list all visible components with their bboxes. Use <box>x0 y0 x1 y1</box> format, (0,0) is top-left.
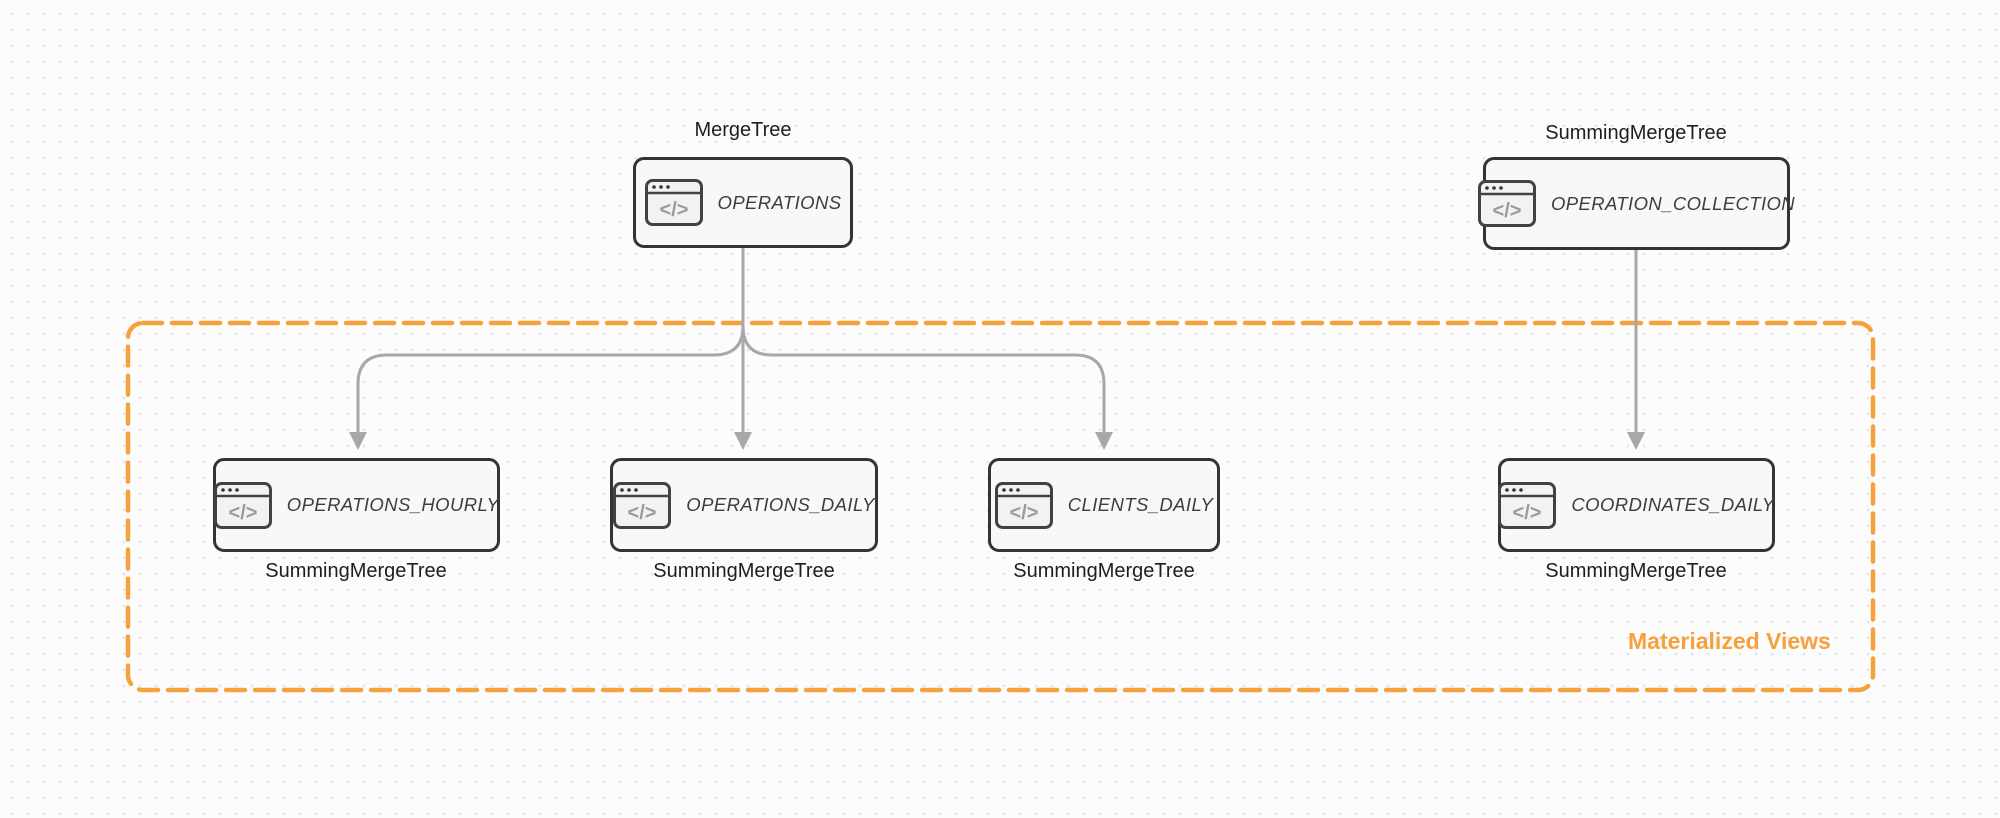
arrowhead-operations-hourly <box>349 432 367 450</box>
engine-label-operations-daily: SummingMergeTree <box>653 560 835 582</box>
svg-text:</>: </> <box>228 502 257 524</box>
code-window-icon: </> <box>1477 180 1536 227</box>
node-label: OPERATIONS <box>717 191 842 213</box>
node-coordinates-daily: </> COORDINATES_DAILY <box>1498 458 1775 552</box>
node-label: COORDINATES_DAILY <box>1571 494 1775 515</box>
svg-text:</>: </> <box>1492 200 1521 222</box>
svg-text:</>: </> <box>1009 502 1038 524</box>
arrowhead-coordinates-daily <box>1627 432 1645 450</box>
code-window-icon: </> <box>644 179 703 226</box>
engine-label-operations: MergeTree <box>694 119 792 141</box>
engine-label-clients-daily: SummingMergeTree <box>1013 560 1195 582</box>
arrowhead-operations-daily <box>734 432 752 450</box>
node-label: CLIENTS_DAILY <box>1067 494 1214 515</box>
svg-text:</>: </> <box>628 502 657 524</box>
svg-text:</>: </> <box>659 199 688 221</box>
node-operation-collection: </> OPERATION_COLLECTION <box>1477 157 1795 250</box>
engine-label-operations-hourly: SummingMergeTree <box>265 560 447 582</box>
svg-text:</>: </> <box>1513 502 1542 524</box>
node-label: OPERATIONS_DAILY <box>686 494 875 515</box>
node-clients-daily: </> CLIENTS_DAILY <box>988 458 1220 552</box>
code-window-icon: </> <box>1498 481 1557 529</box>
code-window-icon: </> <box>613 481 672 529</box>
node-operations-daily: </> OPERATIONS_DAILY <box>610 458 878 552</box>
node-label: OPERATIONS_HOURLY <box>286 494 500 515</box>
node-operations: </> OPERATIONS <box>633 157 853 248</box>
node-operations-hourly: </> OPERATIONS_HOURLY <box>213 458 500 552</box>
arrowhead-clients-daily <box>1095 432 1113 450</box>
node-label: OPERATION_COLLECTION <box>1550 192 1796 214</box>
edge-operations-to-operations-hourly <box>356 324 745 435</box>
group-boundary <box>125 320 1876 693</box>
edge-operations-to-clients-daily <box>741 324 1106 435</box>
code-window-icon: </> <box>213 481 272 529</box>
code-window-icon: </> <box>994 481 1053 529</box>
engine-label-coordinates-daily: SummingMergeTree <box>1545 560 1727 582</box>
engine-label-operation-collection: SummingMergeTree <box>1545 122 1727 144</box>
group-label: Materialized Views <box>1628 628 1831 654</box>
